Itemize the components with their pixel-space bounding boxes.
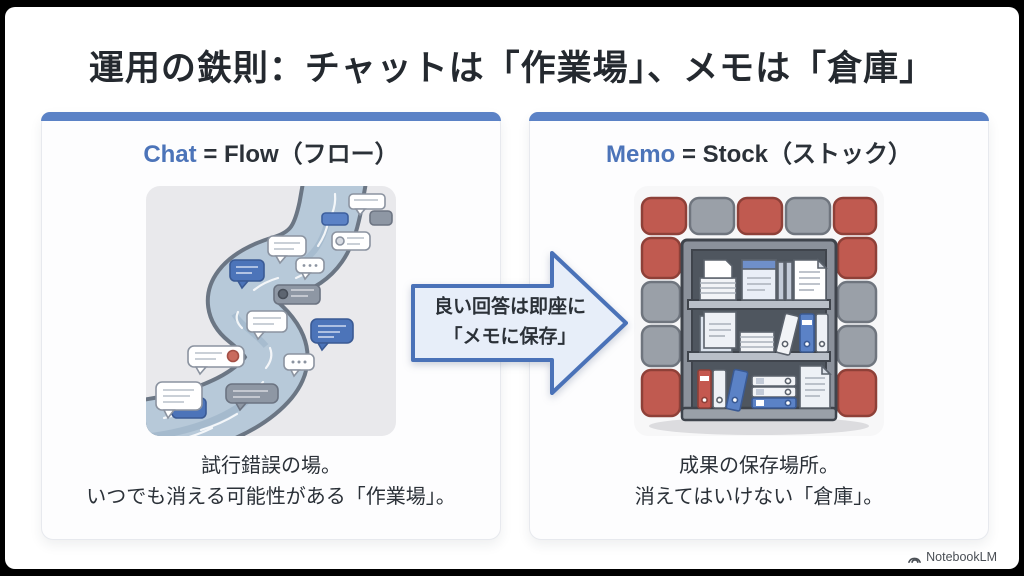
chat-card-title-keyword: Chat xyxy=(143,141,197,168)
page-title: 運用の鉄則：チャットは「作業場」、メモは「倉庫」 xyxy=(88,49,936,88)
memo-caption-line1: 成果の保存場所。 xyxy=(679,455,839,477)
brand-label: NotebookLM xyxy=(926,550,997,564)
chat-caption-line2: いつでも消える可能性がある「作業場」。 xyxy=(86,486,456,508)
save-to-memo-arrow: 良い回答は即座に 「メモに保存」 xyxy=(410,245,632,401)
card-accent-bar xyxy=(529,112,989,121)
memo-caption-line2: 消えてはいけない「倉庫」。 xyxy=(634,486,884,508)
brand-watermark: NotebookLM xyxy=(907,550,997,564)
chat-caption-line1: 試行錯誤の場。 xyxy=(201,455,341,477)
chat-card-title-rest: = Flow（フロー） xyxy=(196,141,399,168)
slide: 運用の鉄則：チャットは「作業場」、メモは「倉庫」 Chat = Flow（フロー… xyxy=(5,7,1019,569)
memo-card-title-rest: = Stock（ストック） xyxy=(675,141,913,168)
chat-card-title: Chat = Flow（フロー） xyxy=(42,134,500,169)
notebooklm-logo-icon xyxy=(908,557,922,563)
card-accent-bar xyxy=(41,112,501,121)
arrow-label-line2: 「メモに保存」 xyxy=(443,327,577,348)
memo-card-title: Memo = Stock（ストック） xyxy=(530,134,988,169)
river-of-chat-bubbles-illustration xyxy=(146,186,396,436)
right-arrow-icon xyxy=(411,251,628,395)
memo-card-caption: 成果の保存場所。 消えてはいけない「倉庫」。 xyxy=(530,451,988,513)
chat-flow-card: Chat = Flow（フロー） xyxy=(41,112,501,540)
bubble xyxy=(348,193,386,217)
arrow-label-line1: 良い回答は即座に xyxy=(433,296,586,318)
arrow-label: 良い回答は即座に 「メモに保存」 xyxy=(414,293,606,354)
memo-stock-card: Memo = Stock（ストック） xyxy=(529,112,989,540)
chat-card-caption: 試行錯誤の場。 いつでも消える可能性がある「作業場」。 xyxy=(42,451,500,513)
brick-warehouse-bookshelf-illustration xyxy=(634,186,884,436)
memo-card-title-keyword: Memo xyxy=(605,141,676,168)
